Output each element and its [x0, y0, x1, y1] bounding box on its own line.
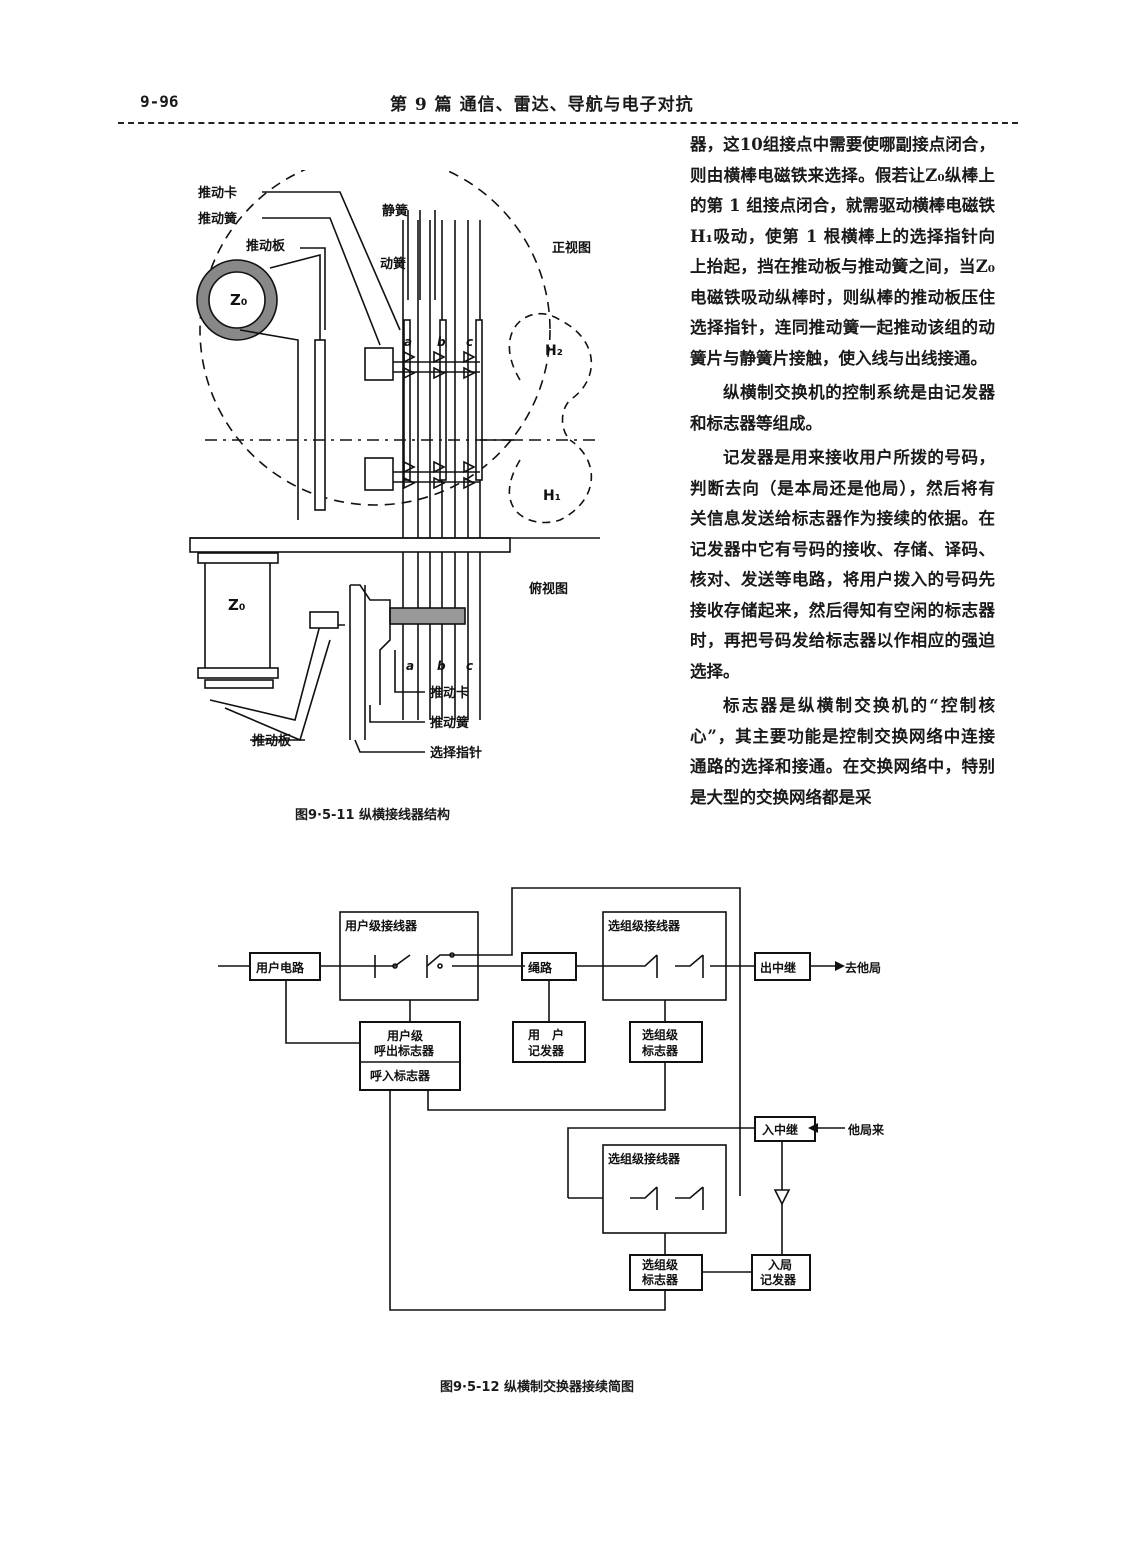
label-push-spring-bottom: 推动簧	[430, 715, 469, 731]
label-static-spring: 静簧	[382, 203, 408, 219]
section-title: 第 9 篇 通信、雷达、导航与电子对抗	[390, 95, 694, 115]
label-user-circuit: 用户电路	[255, 960, 305, 975]
crossbar-structure-figure: 推动卡 推动簧 推动板 静簧 动簧 正视图 俯视图 Z₀ Z₀ H₂ H₁ a …	[189, 170, 600, 761]
body-paragraph: 器，这10组接点中需要使哪副接点闭合，则由横棒电磁铁来选择。假若让Z₀纵棒上的第…	[690, 135, 995, 368]
header-rule	[118, 122, 1018, 124]
label-z0-top: Z₀	[230, 291, 247, 309]
body-paragraph: 标志器是纵横制交换机的“控制核心”，其主要功能是控制交换网络中连接通路的选择和接…	[690, 696, 995, 807]
label-user-marker-1: 用户级	[386, 1028, 423, 1043]
label-in-trunk: 入中继	[762, 1122, 798, 1137]
figure1-caption: 图9·5-11 纵横接线器结构	[295, 808, 451, 823]
label-h1: H₁	[543, 488, 561, 504]
label-from-other-office: 他局来	[847, 1122, 885, 1137]
label-c-top: c	[466, 335, 473, 349]
label-z0-bottom: Z₀	[228, 596, 245, 614]
label-front-view: 正视图	[552, 240, 591, 256]
label-group-switch-top: 选组级接线器	[608, 918, 681, 933]
label-h2: H₂	[545, 343, 563, 359]
label-out-trunk: 出中继	[760, 960, 796, 975]
label-group-marker-bottom-1: 选组级	[642, 1257, 678, 1272]
body-paragraph: 纵横制交换机的控制系统是由记发器和标志器等组成。	[690, 383, 995, 433]
label-user-marker-2: 呼出标志器	[374, 1043, 435, 1058]
label-group-switch-bottom: 选组级接线器	[608, 1151, 681, 1166]
front-view-circle	[199, 170, 551, 506]
body-paragraph: 记发器是用来接收用户所拨的号码，判断去向（是本局还是他局），然后将有关信息发送给…	[690, 448, 995, 681]
label-c-bottom: c	[466, 659, 473, 673]
label-push-card: 推动卡	[198, 185, 237, 201]
label-group-marker-top-1: 选组级	[642, 1027, 678, 1042]
label-user-register-1: 用 户	[527, 1027, 564, 1042]
label-in-register-1: 入局	[768, 1258, 792, 1272]
label-call-in-marker: 呼入标志器	[370, 1068, 431, 1083]
label-push-spring: 推动簧	[198, 211, 237, 227]
page-number: 9-96	[140, 92, 179, 111]
label-b-top: b	[437, 335, 446, 349]
label-b-bottom: b	[437, 659, 446, 673]
label-top-view: 俯视图	[529, 581, 568, 597]
label-group-marker-top-2: 标志器	[641, 1043, 679, 1058]
label-to-other-office: 去他局	[845, 960, 881, 975]
label-group-marker-bottom-2: 标志器	[641, 1272, 679, 1287]
label-select-pointer: 选择指针	[430, 745, 482, 761]
label-user-switch: 用户级接线器	[344, 918, 418, 933]
label-push-plate-bottom: 推动板	[252, 733, 292, 749]
body-text-column: 器，这10组接点中需要使哪副接点闭合，则由横棒电磁铁来选择。假若让Z₀纵棒上的第…	[690, 130, 995, 813]
crossbar-exchange-diagram: 用户电路 用户级接线器 绳路 选组级接线器 出中继 去他局 用户级 呼出标志器 …	[218, 887, 885, 1311]
label-moving-spring: 动簧	[380, 256, 406, 272]
label-cord: 绳路	[528, 960, 553, 975]
label-a-top: a	[404, 335, 412, 349]
label-a-bottom: a	[406, 659, 414, 673]
label-push-card-bottom: 推动卡	[430, 685, 469, 701]
figure2-caption: 图9·5-12 纵横制交换器接续简图	[440, 1380, 635, 1395]
label-push-plate: 推动板	[246, 238, 286, 254]
label-in-register-2: 记发器	[760, 1272, 797, 1287]
label-user-register-2: 记发器	[528, 1043, 565, 1058]
